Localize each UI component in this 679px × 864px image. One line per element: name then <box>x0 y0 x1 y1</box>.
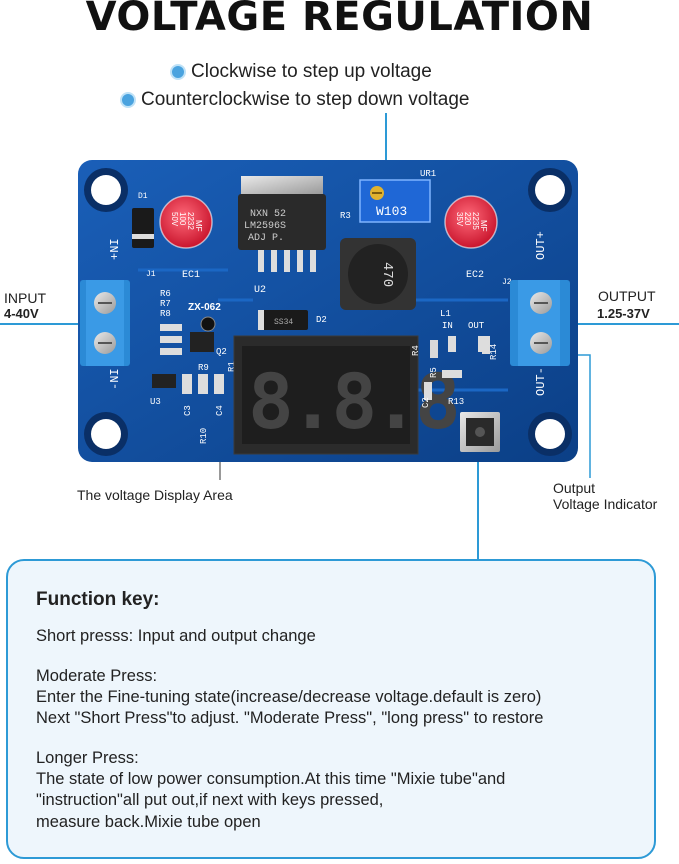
svg-text:R14: R14 <box>489 344 499 360</box>
svg-text:C4: C4 <box>215 405 225 416</box>
indicator-label-line2: Voltage Indicator <box>553 496 658 512</box>
svg-text:EC2: EC2 <box>466 270 484 281</box>
svg-text:ADJ P.: ADJ P. <box>248 233 284 244</box>
function-key-panel: Function key: Short presss: Input and ou… <box>6 559 656 859</box>
svg-text:U3: U3 <box>150 397 161 407</box>
counterclockwise-note: Counterclockwise to step down voltage <box>120 89 469 111</box>
svg-text:100: 100 <box>178 212 187 226</box>
svg-text:R5: R5 <box>429 367 439 378</box>
svg-text:OUT-: OUT- <box>534 367 548 396</box>
mount-hole-icon <box>528 168 572 212</box>
function-push-button <box>460 412 500 452</box>
svg-text:2235: 2235 <box>471 212 480 230</box>
regulator-chip-u2: NXN 52 LM2596S ADJ P. <box>238 176 326 272</box>
svg-text:R1: R1 <box>227 361 237 372</box>
function-key-line: Longer Press: <box>36 749 139 767</box>
svg-text:2232: 2232 <box>186 212 195 230</box>
svg-text:NXN 52: NXN 52 <box>250 209 286 220</box>
svg-text:Q2: Q2 <box>216 347 227 357</box>
input-label: INPUT <box>4 290 46 306</box>
bullet-dot-icon <box>120 91 136 108</box>
svg-text:OUT: OUT <box>468 321 485 331</box>
svg-text:IN: IN <box>442 321 453 331</box>
svg-text:R9: R9 <box>198 363 209 373</box>
pcb-board: MF 2232 100 50V EC1 NXN 52 LM2596S ADJ P… <box>78 160 578 462</box>
svg-text:220: 220 <box>463 212 472 226</box>
output-terminal-block <box>510 280 570 366</box>
svg-text:+NI: +NI <box>108 238 122 260</box>
page-title: VOLTAGE REGULATION <box>85 0 594 40</box>
mount-hole-icon <box>84 168 128 212</box>
svg-text:MF: MF <box>479 220 488 232</box>
svg-text:OUT+: OUT+ <box>534 231 548 260</box>
svg-text:R10: R10 <box>199 428 209 444</box>
svg-text:470: 470 <box>379 262 395 287</box>
svg-text:R3: R3 <box>340 211 351 221</box>
mount-hole-icon <box>84 412 128 456</box>
svg-text:W103: W103 <box>376 204 407 219</box>
svg-text:ZX-062: ZX-062 <box>188 302 221 313</box>
input-terminal-block <box>80 280 130 366</box>
svg-text:R6: R6 <box>160 289 171 299</box>
inductor-l1: 470 <box>340 238 416 310</box>
svg-text:D1: D1 <box>138 192 148 201</box>
seven-segment-display: 8.8.8. <box>233 335 503 455</box>
svg-text:UR1: UR1 <box>420 169 436 179</box>
svg-text:R8: R8 <box>160 309 171 319</box>
svg-text:LM2596S: LM2596S <box>244 221 286 232</box>
clockwise-note: Clockwise to step up voltage <box>170 61 432 83</box>
function-key-line: Next "Short Press"to adjust. "Moderate P… <box>36 709 544 727</box>
svg-text:EC1: EC1 <box>182 270 200 281</box>
svg-text:C3: C3 <box>183 405 193 416</box>
svg-text:35V: 35V <box>455 212 464 227</box>
svg-text:R7: R7 <box>160 299 171 309</box>
svg-text:C2: C2 <box>421 397 431 408</box>
svg-text:50V: 50V <box>170 212 179 227</box>
clockwise-text: Clockwise to step up voltage <box>191 61 432 82</box>
output-label: OUTPUT <box>598 288 656 304</box>
capacitor-ec1: MF 2232 100 50V <box>159 195 213 249</box>
potentiometer-ur1: W103 <box>359 179 431 223</box>
function-key-line: The state of low power consumption.At th… <box>36 770 506 788</box>
indicator-label-line1: Output <box>553 480 596 496</box>
svg-text:R13: R13 <box>448 397 464 407</box>
svg-text:MF: MF <box>194 220 203 232</box>
function-key-line: "instruction"all put out,if next with ke… <box>36 791 384 809</box>
bullet-dot-icon <box>170 63 186 80</box>
function-key-title: Function key: <box>36 589 160 610</box>
function-key-line: Moderate Press: <box>36 667 158 685</box>
svg-text:L1: L1 <box>440 309 451 319</box>
svg-text:D2: D2 <box>316 315 327 325</box>
svg-text:SS34: SS34 <box>274 318 293 327</box>
display-area-label: The voltage Display Area <box>77 487 233 503</box>
counterclockwise-text: Counterclockwise to step down voltage <box>141 89 470 110</box>
svg-text:R4: R4 <box>411 345 421 356</box>
svg-text:J2: J2 <box>502 278 512 287</box>
function-key-line: Enter the Fine-tuning state(increase/dec… <box>36 688 542 706</box>
function-key-line: measure back.Mixie tube open <box>36 813 261 831</box>
svg-text:-NI: -NI <box>108 368 122 390</box>
mount-hole-icon <box>528 412 572 456</box>
output-range: 1.25-37V <box>597 306 650 321</box>
function-key-line: Short presss: Input and output change <box>36 627 316 645</box>
svg-text:U2: U2 <box>254 285 266 296</box>
capacitor-ec2: MF 2235 220 35V <box>444 195 498 249</box>
svg-text:J1: J1 <box>146 270 156 279</box>
input-range: 4-40V <box>4 306 39 321</box>
